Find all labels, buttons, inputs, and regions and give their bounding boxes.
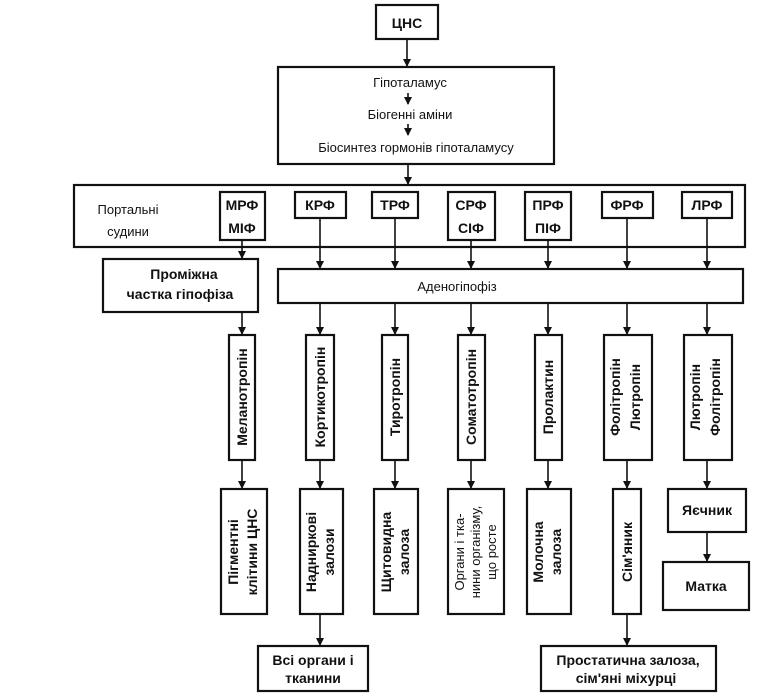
- svg-text:Лютропін: Лютропін: [627, 364, 643, 430]
- svg-text:Меланотропін: Меланотропін: [234, 348, 250, 446]
- svg-text:ФРФ: ФРФ: [610, 197, 643, 213]
- svg-text:ЛРФ: ЛРФ: [692, 197, 723, 213]
- svg-text:залози: залози: [321, 528, 337, 575]
- svg-text:Пролактин: Пролактин: [540, 360, 556, 434]
- svg-text:Органи і тка-: Органи і тка-: [452, 513, 467, 590]
- svg-text:що росте: що росте: [484, 524, 499, 579]
- target-growing-organs: Органи і тка- нини організму, що росте: [446, 487, 506, 616]
- hormone-lutropin-follitropin: Лютропін Фолітропін: [682, 333, 734, 462]
- hormone-follitropin-lutropin: Фолітропін Лютропін: [602, 333, 654, 462]
- svg-text:клітини ЦНС: клітини ЦНС: [244, 509, 260, 596]
- factor-mrf: МРФ МІФ: [218, 190, 267, 242]
- prostate-box: Простатична залоза, сім'яні міхурці: [539, 644, 718, 693]
- svg-text:КРФ: КРФ: [305, 197, 335, 213]
- svg-text:залоза: залоза: [396, 529, 412, 575]
- factor-frf: ФРФ: [600, 190, 655, 220]
- svg-text:нини організму,: нини організму,: [468, 506, 483, 599]
- svg-text:Тиротропін: Тиротропін: [387, 358, 403, 436]
- target-adrenals: Надниркові залози: [298, 487, 345, 616]
- svg-text:Матка: Матка: [685, 578, 726, 594]
- svg-text:Кортикотропін: Кортикотропін: [312, 347, 328, 448]
- intermediate-lobe-box: Проміжна частка гіпофіза: [101, 257, 260, 314]
- all-organs-box: Всі органи і тканини: [256, 644, 370, 693]
- svg-text:МІФ: МІФ: [228, 220, 256, 236]
- svg-text:Молочна: Молочна: [530, 521, 546, 582]
- target-testis: Сім'яник: [611, 487, 643, 616]
- adenohypophysis-box: Аденогіпофіз: [276, 267, 745, 305]
- biogenic-amines-label: Біогенні аміни: [368, 107, 453, 122]
- svg-text:Всі органи і: Всі органи і: [272, 652, 353, 668]
- factor-prf: ПРФ ПІФ: [523, 190, 573, 242]
- ovary-box: Яєчник: [666, 487, 748, 534]
- portal-label-line2: судини: [107, 224, 149, 239]
- svg-text:Фолітропін: Фолітропін: [607, 358, 623, 436]
- svg-text:Надниркові: Надниркові: [303, 512, 319, 592]
- cns-label: ЦНС: [392, 15, 422, 31]
- svg-text:ПІФ: ПІФ: [535, 220, 561, 236]
- cns-box: ЦНС: [374, 3, 440, 41]
- hormone-corticotropin: Кортикотропін: [304, 333, 336, 462]
- target-mammary: Молочна залоза: [525, 487, 573, 616]
- svg-text:СРФ: СРФ: [455, 197, 486, 213]
- svg-text:Щитовидна: Щитовидна: [378, 512, 394, 593]
- svg-text:Лютропін: Лютропін: [687, 364, 703, 430]
- hormone-melanotropin: Меланотропін: [227, 333, 257, 462]
- hypothalamus-label: Гіпоталамус: [373, 75, 447, 90]
- adenohypophysis-label: Аденогіпофіз: [417, 279, 496, 294]
- svg-text:ПРФ: ПРФ: [532, 197, 563, 213]
- svg-text:Яєчник: Яєчник: [682, 502, 733, 518]
- factor-trf: ТРФ: [370, 190, 420, 220]
- target-thyroid: Щитовидна залоза: [372, 487, 420, 616]
- svg-text:МРФ: МРФ: [226, 197, 259, 213]
- svg-text:Простатична залоза,: Простатична залоза,: [556, 652, 699, 668]
- svg-text:тканини: тканини: [285, 670, 341, 686]
- factor-srf: СРФ СІФ: [446, 190, 497, 242]
- uterus-box: Матка: [661, 560, 751, 612]
- factor-lrf: ЛРФ: [680, 190, 734, 220]
- portal-label-line1: Портальні: [98, 202, 159, 217]
- hypothalamus-box: Гіпоталамус Біогенні аміни Біосинтез гор…: [276, 65, 556, 166]
- svg-text:Фолітропін: Фолітропін: [707, 358, 723, 436]
- svg-text:Пігментні: Пігментні: [225, 519, 241, 585]
- factor-krf: КРФ: [293, 190, 348, 220]
- svg-text:залоза: залоза: [548, 529, 564, 575]
- hormone-biosynthesis-label: Біосинтез гормонів гіпоталамусу: [318, 140, 514, 155]
- hormone-thyrotropin: Тиротропін: [380, 333, 410, 462]
- hormone-somatotropin: Соматотропін: [456, 333, 487, 462]
- svg-text:Сім'яник: Сім'яник: [619, 521, 635, 582]
- svg-text:сім'яні міхурці: сім'яні міхурці: [576, 670, 677, 686]
- svg-text:Проміжна: Проміжна: [150, 266, 218, 282]
- target-pigment-cells: Пігментні клітини ЦНС: [219, 487, 269, 616]
- svg-text:Соматотропін: Соматотропін: [463, 349, 479, 445]
- svg-text:ТРФ: ТРФ: [380, 197, 410, 213]
- svg-text:частка гіпофіза: частка гіпофіза: [127, 286, 234, 302]
- hormone-prolactin: Пролактин: [533, 333, 564, 462]
- svg-text:СІФ: СІФ: [458, 220, 484, 236]
